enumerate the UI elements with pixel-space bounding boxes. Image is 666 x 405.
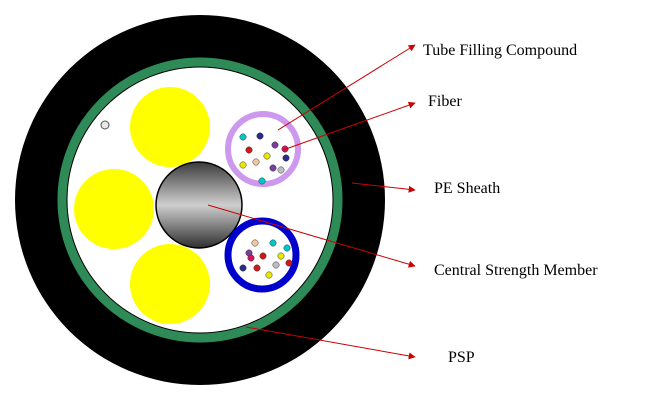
fiber-dot [258,177,266,185]
leader-line-central-strength-member [207,204,416,268]
tube-1-fibers [239,132,290,185]
label-pe-sheath: PE Sheath [434,180,500,197]
fiber-dot [277,166,285,174]
fiber-dot [265,271,273,279]
fiber-dot [239,133,247,141]
label-psp: PSP [448,349,475,366]
filler-bottom [130,244,210,324]
loose-tube-1 [225,111,301,187]
filler-left [74,169,154,249]
fiber-dot [269,239,277,247]
fiber-dot [252,158,260,166]
ripcord-circle [100,120,110,130]
fiber-dot [272,261,280,269]
filler-top [130,87,210,167]
fiber-dot [239,264,247,272]
loose-tube-2 [224,217,300,293]
fiber-dot [251,239,259,247]
fiber-dot [282,154,290,162]
leader-line-tube-filling-compound [277,44,416,131]
fiber-dot [253,264,261,272]
leader-line-fiber [282,101,416,151]
fiber-dot [285,259,293,267]
fiber-dot [259,252,267,260]
label-tube-filling-compound: Tube Filling Compound [423,42,577,59]
label-central-strength-member: Central Strength Member [434,262,598,279]
leader-line-pe-sheath [351,182,416,193]
label-fiber: Fiber [428,93,462,110]
fiber-dot [283,244,291,252]
fiber-dot [269,164,277,172]
central-strength-member [155,161,243,249]
fiber-dot [247,254,255,262]
leader-line-psp [245,326,416,360]
fiber-dot [239,161,247,169]
fiber-dot [271,141,279,149]
tube-2-fibers [239,239,293,279]
fiber-dot [256,132,264,140]
fiber-dot [245,146,253,154]
fiber-dot [263,152,271,160]
fiber-dot [277,252,285,260]
